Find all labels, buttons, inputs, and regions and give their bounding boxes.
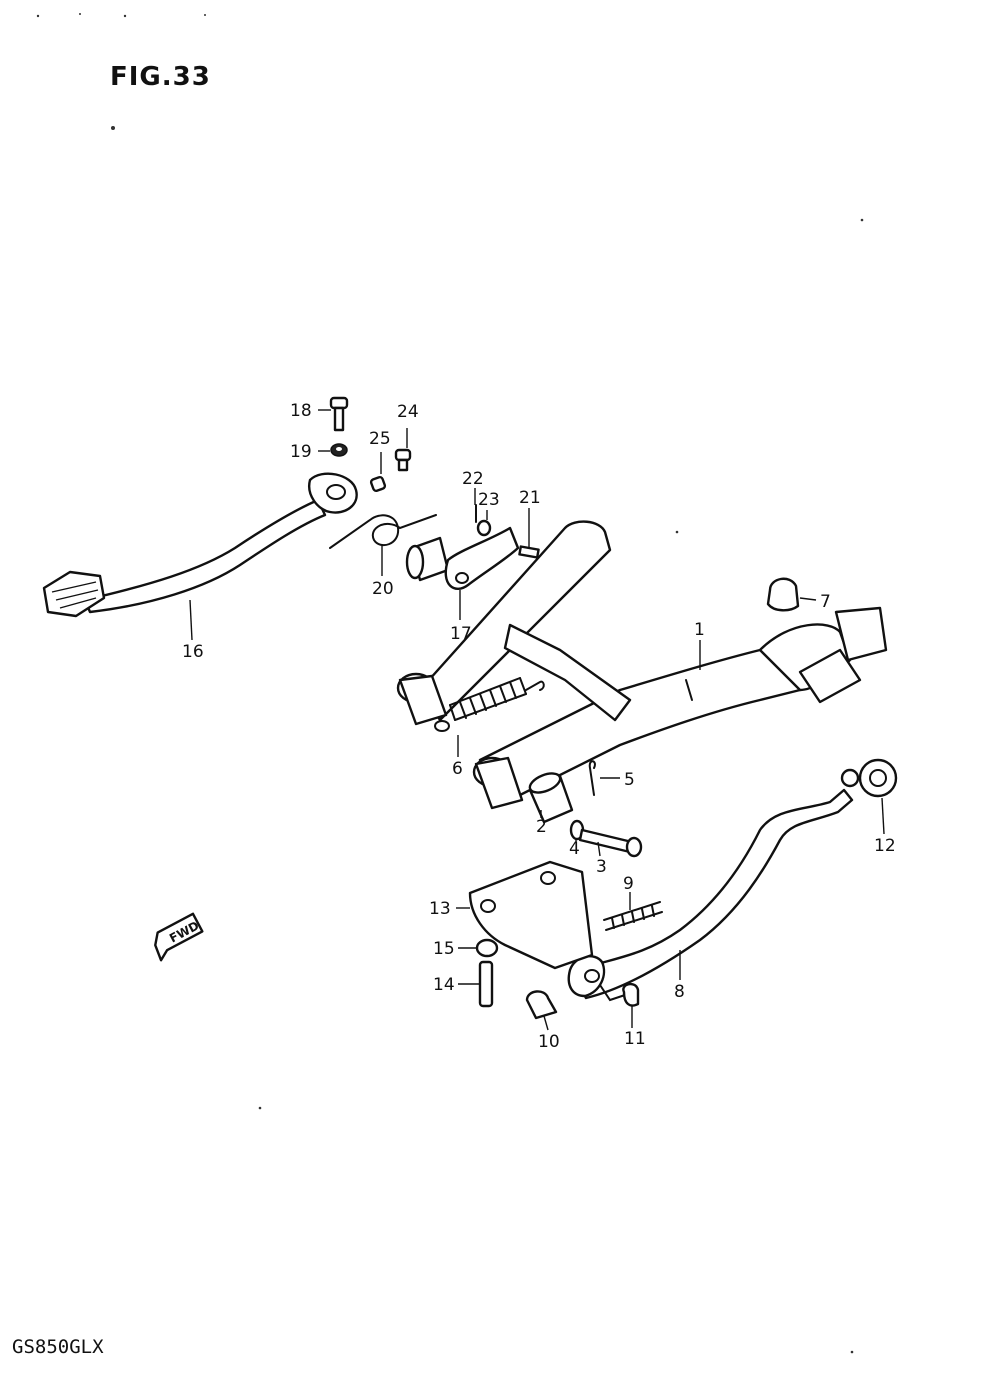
callout-23: 23 (478, 490, 500, 510)
callout-8: 8 (674, 982, 685, 1002)
rubber-stopper-12[interactable] (858, 758, 898, 798)
washer-15[interactable] (475, 938, 499, 958)
fwd-arrow-icon: FWD (154, 912, 204, 962)
callout-10: 10 (538, 1032, 560, 1052)
callout-3: 3 (596, 857, 607, 877)
return-spring-20[interactable] (329, 514, 437, 549)
brake-pedal[interactable] (42, 472, 358, 618)
side-stand-spring-9[interactable] (603, 901, 663, 931)
model-code: GS850GLX (12, 1336, 104, 1358)
callout-25: 25 (369, 429, 391, 449)
callout-17: 17 (450, 624, 472, 644)
bolt-3[interactable] (578, 828, 643, 858)
stopper-rubber-7[interactable] (766, 577, 800, 612)
bolt-10[interactable] (525, 990, 558, 1020)
figure-title: FIG.33 (110, 62, 211, 92)
callout-9: 9 (623, 874, 634, 894)
scan-specks (36, 13, 864, 1354)
callout-15: 15 (433, 939, 455, 959)
callout-16: 16 (182, 642, 204, 662)
callout-7: 7 (820, 592, 831, 612)
side-stand-bracket-13[interactable] (468, 860, 594, 970)
bolt-18[interactable] (329, 396, 349, 432)
callout-19: 19 (290, 442, 312, 462)
callout-5: 5 (624, 770, 635, 790)
callout-2: 2 (536, 817, 547, 837)
cotter-pin-5[interactable] (588, 760, 596, 796)
bolt-21[interactable] (518, 545, 540, 559)
callout-4: 4 (569, 839, 580, 859)
bolt-14[interactable] (478, 960, 494, 1008)
callout-12: 12 (874, 836, 896, 856)
stand-spring-6[interactable] (434, 677, 545, 732)
nut-19[interactable] (330, 443, 348, 457)
callout-labels: 1 2 3 4 5 6 7 8 9 10 11 12 13 14 15 16 1… (182, 401, 896, 1052)
callout-13: 13 (429, 899, 451, 919)
screw-24[interactable] (394, 448, 412, 472)
callout-6: 6 (452, 759, 463, 779)
callout-11: 11 (624, 1029, 646, 1049)
callout-22: 22 (462, 469, 484, 489)
callout-24: 24 (397, 402, 419, 422)
washer-23[interactable] (476, 519, 492, 537)
callout-21: 21 (519, 488, 541, 508)
nut-11[interactable] (622, 982, 640, 1007)
callout-14: 14 (433, 975, 455, 995)
leader-lines (189, 409, 885, 1031)
callout-18: 18 (290, 401, 312, 421)
brake-shaft-17[interactable] (405, 526, 520, 591)
pin-25[interactable] (369, 475, 387, 493)
callout-20: 20 (372, 579, 394, 599)
callout-1: 1 (694, 620, 705, 640)
side-stand[interactable] (567, 768, 860, 1002)
center-stand[interactable] (396, 520, 888, 810)
